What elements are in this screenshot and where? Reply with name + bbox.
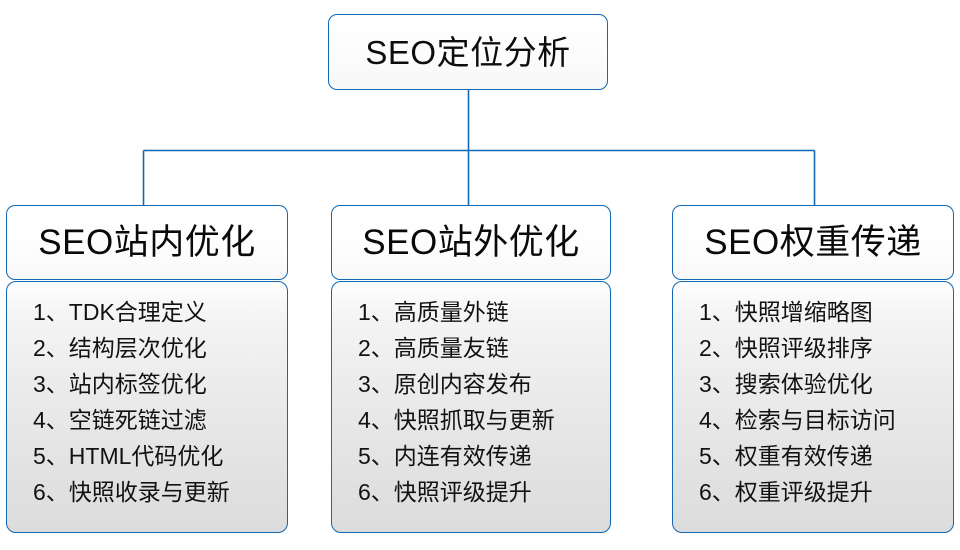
list-item-label: 快照增缩略图 [734,299,873,325]
column-list-weight-transfer: 1、快照增缩略图 2、快照评级排序 3、搜索体验优化 4、检索与目标访问 5、权… [672,281,954,533]
column-header-onsite-optimization[interactable]: SEO站内优化 [6,205,288,280]
list-item-label: 内连有效传递 [393,443,532,469]
list-item[interactable]: 3、原创内容发布 [358,366,610,402]
column-list-onsite-optimization: 1、TDK合理定义 2、结构层次优化 3、站内标签优化 4、空链死链过滤 5、H… [6,281,288,533]
list-item-index: 2、 [33,335,69,361]
list-item-index: 1、 [33,299,69,325]
root-node-label: SEO定位分析 [365,33,571,71]
list-item-index: 6、 [699,479,735,505]
column-header-label: SEO站内优化 [38,223,256,262]
list-item-index: 5、 [699,443,735,469]
list-item[interactable]: 1、快照增缩略图 [699,294,953,330]
list-item[interactable]: 5、HTML代码优化 [33,438,287,474]
list-item[interactable]: 3、搜索体验优化 [699,366,953,402]
list-item-index: 2、 [358,335,394,361]
list-items: 1、快照增缩略图 2、快照评级排序 3、搜索体验优化 4、检索与目标访问 5、权… [673,294,953,510]
list-item-label: 高质量友链 [393,335,509,361]
list-item-index: 6、 [358,479,394,505]
list-item[interactable]: 4、快照抓取与更新 [358,402,610,438]
list-item-index: 6、 [33,479,69,505]
list-item[interactable]: 6、权重评级提升 [699,474,953,510]
list-item-label: 快照收录与更新 [68,479,230,505]
column-list-offsite-optimization: 1、高质量外链 2、高质量友链 3、原创内容发布 4、快照抓取与更新 5、内连有… [331,281,611,533]
list-item-index: 1、 [699,299,735,325]
list-item-label: HTML代码优化 [68,443,224,469]
column-header-weight-transfer[interactable]: SEO权重传递 [672,205,954,280]
list-item-index: 3、 [358,371,394,397]
list-item-label: 快照抓取与更新 [393,407,555,433]
list-item[interactable]: 1、高质量外链 [358,294,610,330]
list-item-label: 高质量外链 [393,299,509,325]
list-item-index: 3、 [699,371,735,397]
list-item-label: 快照评级排序 [734,335,873,361]
list-item-label: TDK合理定义 [68,299,207,325]
list-items: 1、高质量外链 2、高质量友链 3、原创内容发布 4、快照抓取与更新 5、内连有… [332,294,610,510]
list-item-label: 快照评级提升 [393,479,532,505]
list-item-index: 4、 [699,407,735,433]
list-item[interactable]: 2、结构层次优化 [33,330,287,366]
list-items: 1、TDK合理定义 2、结构层次优化 3、站内标签优化 4、空链死链过滤 5、H… [7,294,287,510]
list-item-index: 1、 [358,299,394,325]
list-item-label: 空链死链过滤 [68,407,207,433]
list-item[interactable]: 5、权重有效传递 [699,438,953,474]
list-item[interactable]: 2、高质量友链 [358,330,610,366]
list-item-index: 2、 [699,335,735,361]
list-item[interactable]: 5、内连有效传递 [358,438,610,474]
column-header-offsite-optimization[interactable]: SEO站外优化 [331,205,611,280]
list-item-label: 搜索体验优化 [734,371,873,397]
list-item[interactable]: 1、TDK合理定义 [33,294,287,330]
list-item-label: 权重有效传递 [734,443,873,469]
list-item[interactable]: 4、空链死链过滤 [33,402,287,438]
list-item-index: 3、 [33,371,69,397]
list-item[interactable]: 6、快照评级提升 [358,474,610,510]
list-item-label: 结构层次优化 [68,335,207,361]
list-item[interactable]: 2、快照评级排序 [699,330,953,366]
list-item-index: 4、 [358,407,394,433]
list-item[interactable]: 4、检索与目标访问 [699,402,953,438]
list-item-index: 4、 [33,407,69,433]
list-item-label: 检索与目标访问 [734,407,896,433]
list-item[interactable]: 3、站内标签优化 [33,366,287,402]
column-header-label: SEO权重传递 [704,223,922,262]
list-item-index: 5、 [358,443,394,469]
root-node-seo-positioning-analysis[interactable]: SEO定位分析 [328,14,608,90]
list-item-label: 原创内容发布 [393,371,532,397]
column-header-label: SEO站外优化 [362,223,580,262]
list-item[interactable]: 6、快照收录与更新 [33,474,287,510]
list-item-label: 权重评级提升 [734,479,873,505]
list-item-index: 5、 [33,443,69,469]
list-item-label: 站内标签优化 [68,371,207,397]
